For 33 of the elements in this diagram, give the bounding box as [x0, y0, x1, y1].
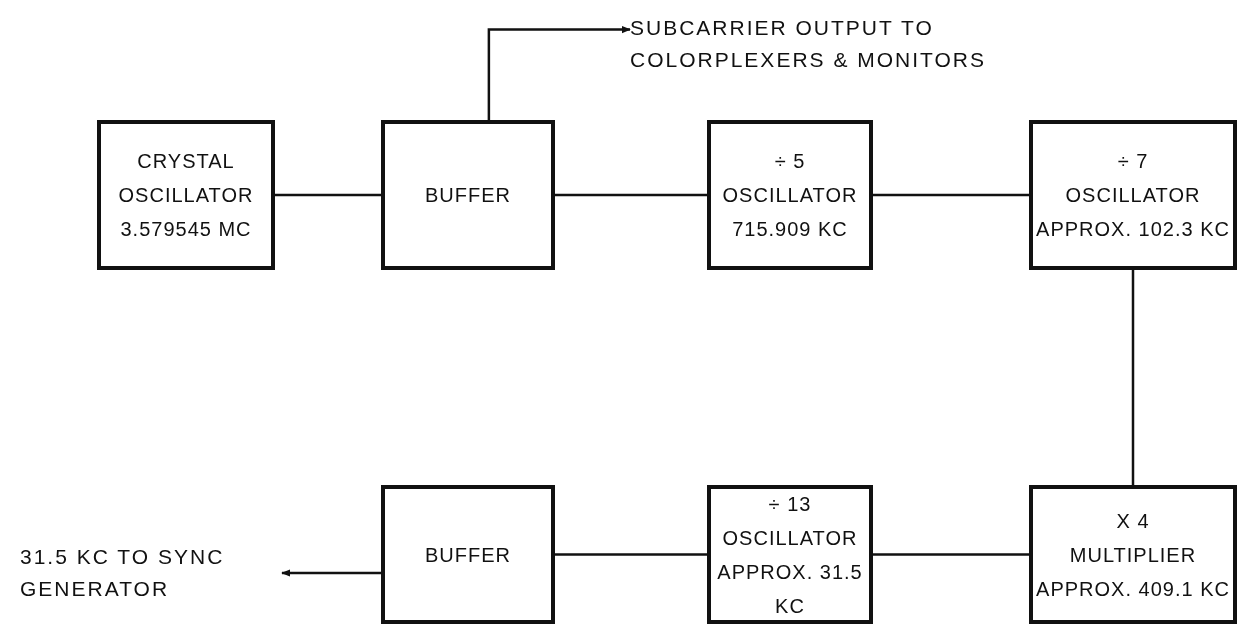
- block-text: SUBCARRIER OUTPUT TO COLORPLEXERS & MONITORS: [630, 15, 988, 73]
- connector-line: [873, 193, 1029, 197]
- block-box: [1029, 485, 1237, 624]
- block-text: OSCILLATOR: [722, 525, 858, 551]
- connector-line: [873, 553, 1029, 556]
- block-box: [1029, 120, 1237, 270]
- block-text: BUFFER: [425, 183, 511, 208]
- block-text: MULTIPLIER: [1069, 542, 1197, 568]
- connector-line: [1131, 270, 1135, 485]
- block-text: OSCILLATOR: [722, 183, 858, 208]
- connector-line: [275, 193, 381, 197]
- block-text: ÷ 13: [768, 491, 812, 517]
- block-text: APPROX. 409.1 KC: [1036, 576, 1230, 602]
- connector-line: [555, 553, 707, 556]
- block-box: [707, 120, 873, 270]
- block-box: [381, 485, 555, 624]
- arrow: [281, 569, 381, 577]
- block-text: X 4: [1116, 508, 1150, 534]
- arrow: [487, 26, 631, 120]
- connector-line: [555, 193, 707, 197]
- block-text: APPROX. 102.3 KC: [1036, 217, 1230, 242]
- block-text: OSCILLATOR: [1065, 183, 1201, 208]
- block-box: [381, 120, 555, 270]
- block-text: BUFFER: [425, 542, 511, 568]
- block-text: 3.579545 MC: [120, 217, 252, 242]
- block-box: [707, 485, 873, 624]
- block-text: 715.909 KC: [732, 217, 848, 242]
- block-text: APPROX. 31.5 KC: [716, 559, 864, 619]
- block-text: 31.5 KC TO SYNC GENERATOR: [20, 544, 226, 602]
- block-box: [97, 120, 275, 270]
- block-text: ÷ 5: [774, 149, 806, 174]
- block-text: CRYSTAL OSCILLATOR: [117, 149, 255, 208]
- block-text: ÷ 7: [1117, 149, 1149, 174]
